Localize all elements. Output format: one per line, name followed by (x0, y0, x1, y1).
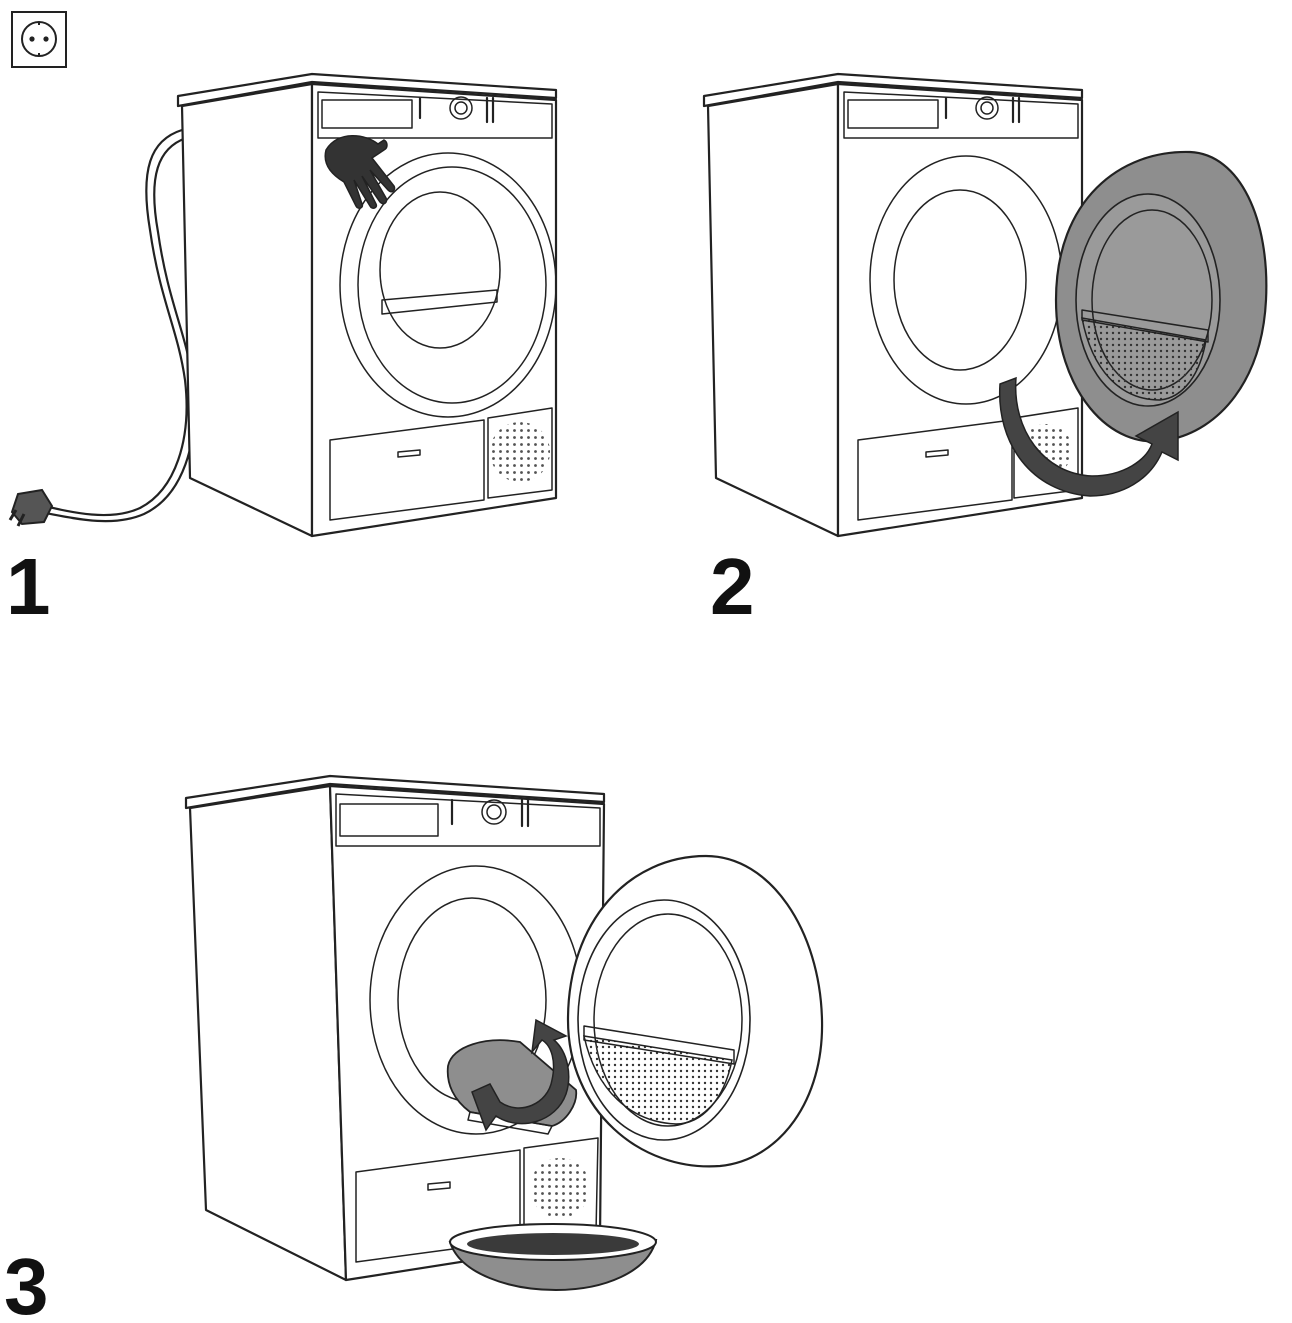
step-number-3: 3 (4, 1242, 49, 1323)
power-socket-icon (11, 11, 67, 68)
step-1-illustration (8, 72, 558, 538)
step-number-1: 1 (6, 542, 51, 631)
step-2-illustration (702, 72, 1268, 538)
rotate-arrow-icon (471, 1018, 570, 1132)
power-cable (38, 128, 188, 517)
rotate-arrow-icon (998, 376, 1179, 497)
power-plug-icon (8, 488, 54, 527)
water-bowl-icon (448, 1223, 658, 1292)
hand-icon (324, 135, 396, 209)
step-number-2: 2 (710, 542, 755, 631)
step-3-illustration (184, 774, 824, 1292)
